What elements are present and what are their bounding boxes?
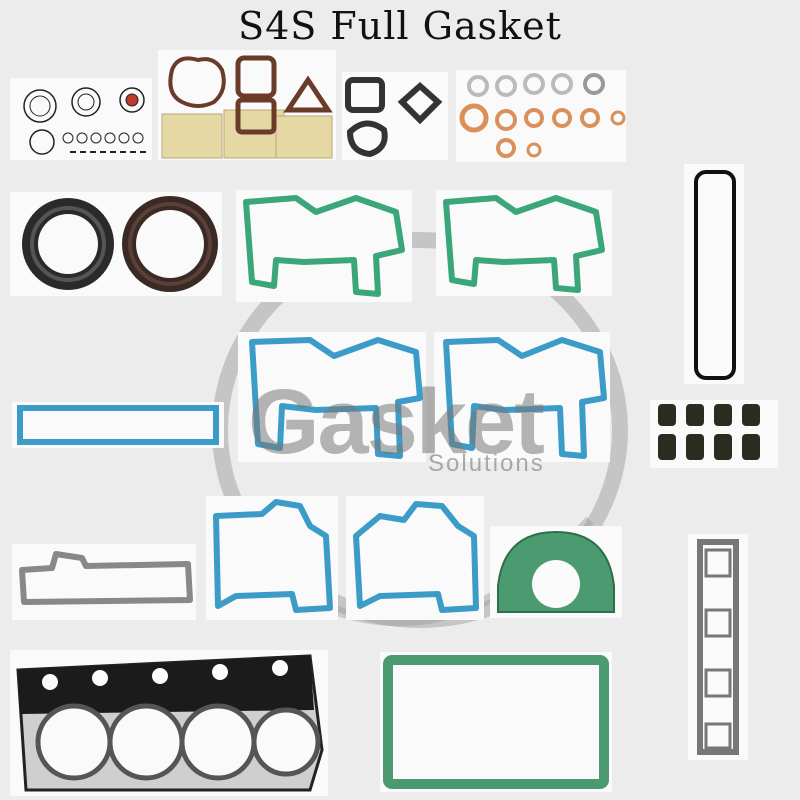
front-plate-gasket-b — [346, 496, 484, 620]
crankshaft-oil-seals — [10, 192, 222, 296]
front-plate-gasket-a — [206, 496, 338, 620]
oil-cooler-gasket — [12, 544, 196, 620]
rectangular-gasket — [12, 402, 224, 448]
gear-case-gasket-a — [236, 190, 412, 302]
exhaust-manifold-gasket — [688, 534, 748, 760]
copper-washers — [456, 70, 626, 162]
valve-cover-gasket — [684, 164, 744, 384]
gear-case-gasket-b — [436, 190, 612, 296]
watermark-tagline: Solutions — [428, 450, 545, 477]
timing-cover-paper-gaskets — [158, 50, 336, 160]
oil-pan-gasket — [380, 652, 612, 792]
valve-stem-seals — [650, 400, 778, 468]
gear-case-gasket-c — [238, 332, 426, 462]
rear-seal-housing-gasket — [490, 526, 622, 618]
watermark-brand: Gasket — [248, 371, 545, 473]
flange-gaskets — [342, 72, 448, 160]
cylinder-head-gasket — [10, 650, 328, 796]
gear-case-gasket-d — [434, 332, 610, 462]
page-title: S4S Full Gasket — [238, 4, 562, 48]
o-ring-set — [10, 78, 152, 160]
